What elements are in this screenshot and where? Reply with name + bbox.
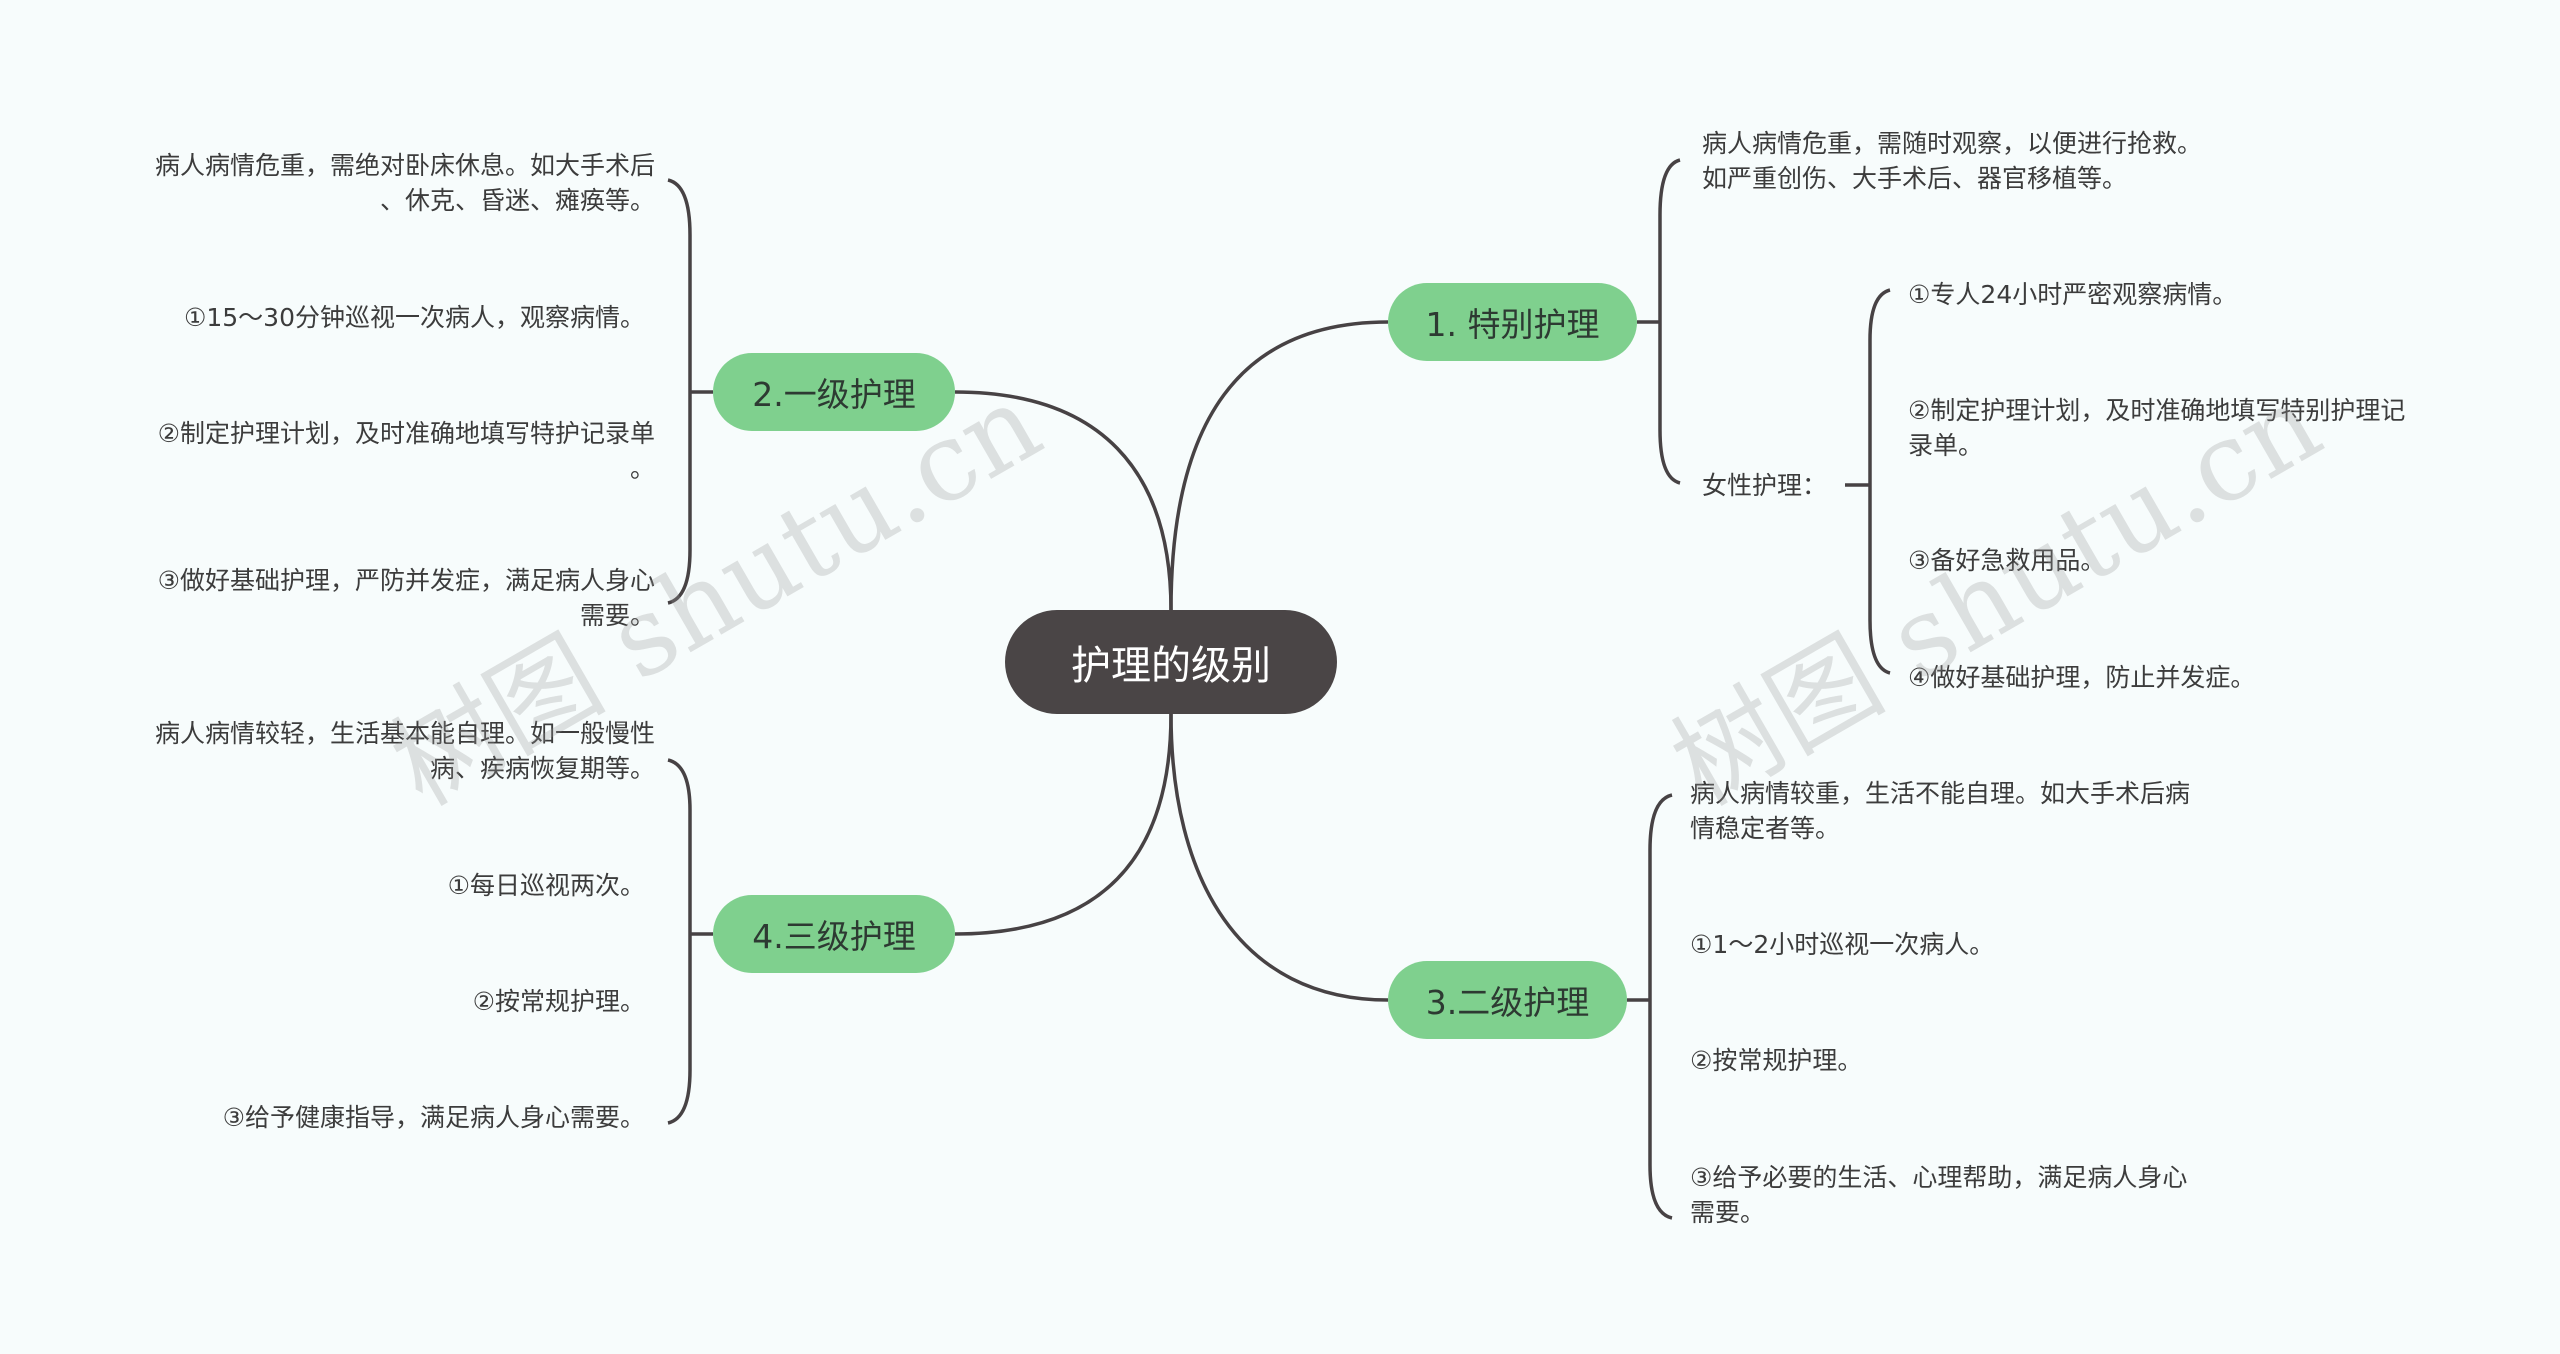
topic-third-level-care[interactable]: 4.三级护理 xyxy=(713,895,955,973)
link-center-t3 xyxy=(1169,713,1389,1002)
leaf-special-care-item-1: ①专人24小时严密观察病情。 xyxy=(1908,280,2238,309)
leaf-second-level-item-2: ②按常规护理。 xyxy=(1690,1046,1863,1075)
leaf-third-level-item-1: ①每日巡视两次。 xyxy=(447,871,645,900)
leaf-first-level-item-3: ③做好基础护理，严防并发症，满足病人身心 需要。 xyxy=(157,566,655,630)
leaf-second-level-item-3: ③给予必要的生活、心理帮助，满足病人身心 需要。 xyxy=(1690,1163,2188,1227)
link-center-t4 xyxy=(954,713,1173,936)
bracket-t4 xyxy=(667,758,713,1125)
bracket-t1 xyxy=(1637,158,1681,485)
topic-first-level-care[interactable]: 2.一级护理 xyxy=(713,353,955,431)
bracket-t2 xyxy=(667,178,713,605)
leaf-special-care-item-2: ②制定护理计划，及时准确地填写特别护理记 录单。 xyxy=(1908,396,2406,460)
leaf-second-level-description: 病人病情较重，生活不能自理。如大手术后病 情稳定者等。 xyxy=(1690,779,2191,843)
leaf-special-care-item-4: ④做好基础护理，防止并发症。 xyxy=(1908,663,2256,692)
leaf-first-level-item-2: ②制定护理计划，及时准确地填写特护记录单 。 xyxy=(157,419,655,483)
leaf-third-level-item-3: ③给予健康指导，满足病人身心需要。 xyxy=(222,1103,645,1132)
topic-special-care[interactable]: 1. 特别护理 xyxy=(1388,283,1637,361)
topic-second-level-care[interactable]: 3.二级护理 xyxy=(1388,961,1627,1039)
leaf-third-level-description: 病人病情较轻，生活基本能自理。如一般慢性 病、疾病恢复期等。 xyxy=(154,719,655,783)
leaf-first-level-item-1: ①15～30分钟巡视一次病人，观察病情。 xyxy=(183,303,645,332)
leaf-special-care-item-3: ③备好急救用品。 xyxy=(1908,546,2106,575)
bracket-t1-sub xyxy=(1845,288,1891,675)
leaf-third-level-item-2: ②按常规护理。 xyxy=(472,987,645,1016)
bracket-t3 xyxy=(1627,793,1673,1220)
leaf-special-care-description: 病人病情危重，需随时观察，以便进行抢救。 如严重创伤、大手术后、器官移植等。 xyxy=(1702,129,2203,193)
link-center-t2 xyxy=(954,390,1173,611)
leaf-first-level-description: 病人病情危重，需绝对卧床休息。如大手术后 、休克、昏迷、瘫痪等。 xyxy=(154,151,655,215)
central-topic[interactable]: 护理的级别 xyxy=(1005,610,1337,714)
leaf-special-care-subgroup: 女性护理： xyxy=(1702,471,1828,500)
leaf-second-level-item-1: ①1～2小时巡视一次病人。 xyxy=(1690,930,1995,959)
link-center-t1 xyxy=(1169,320,1389,611)
